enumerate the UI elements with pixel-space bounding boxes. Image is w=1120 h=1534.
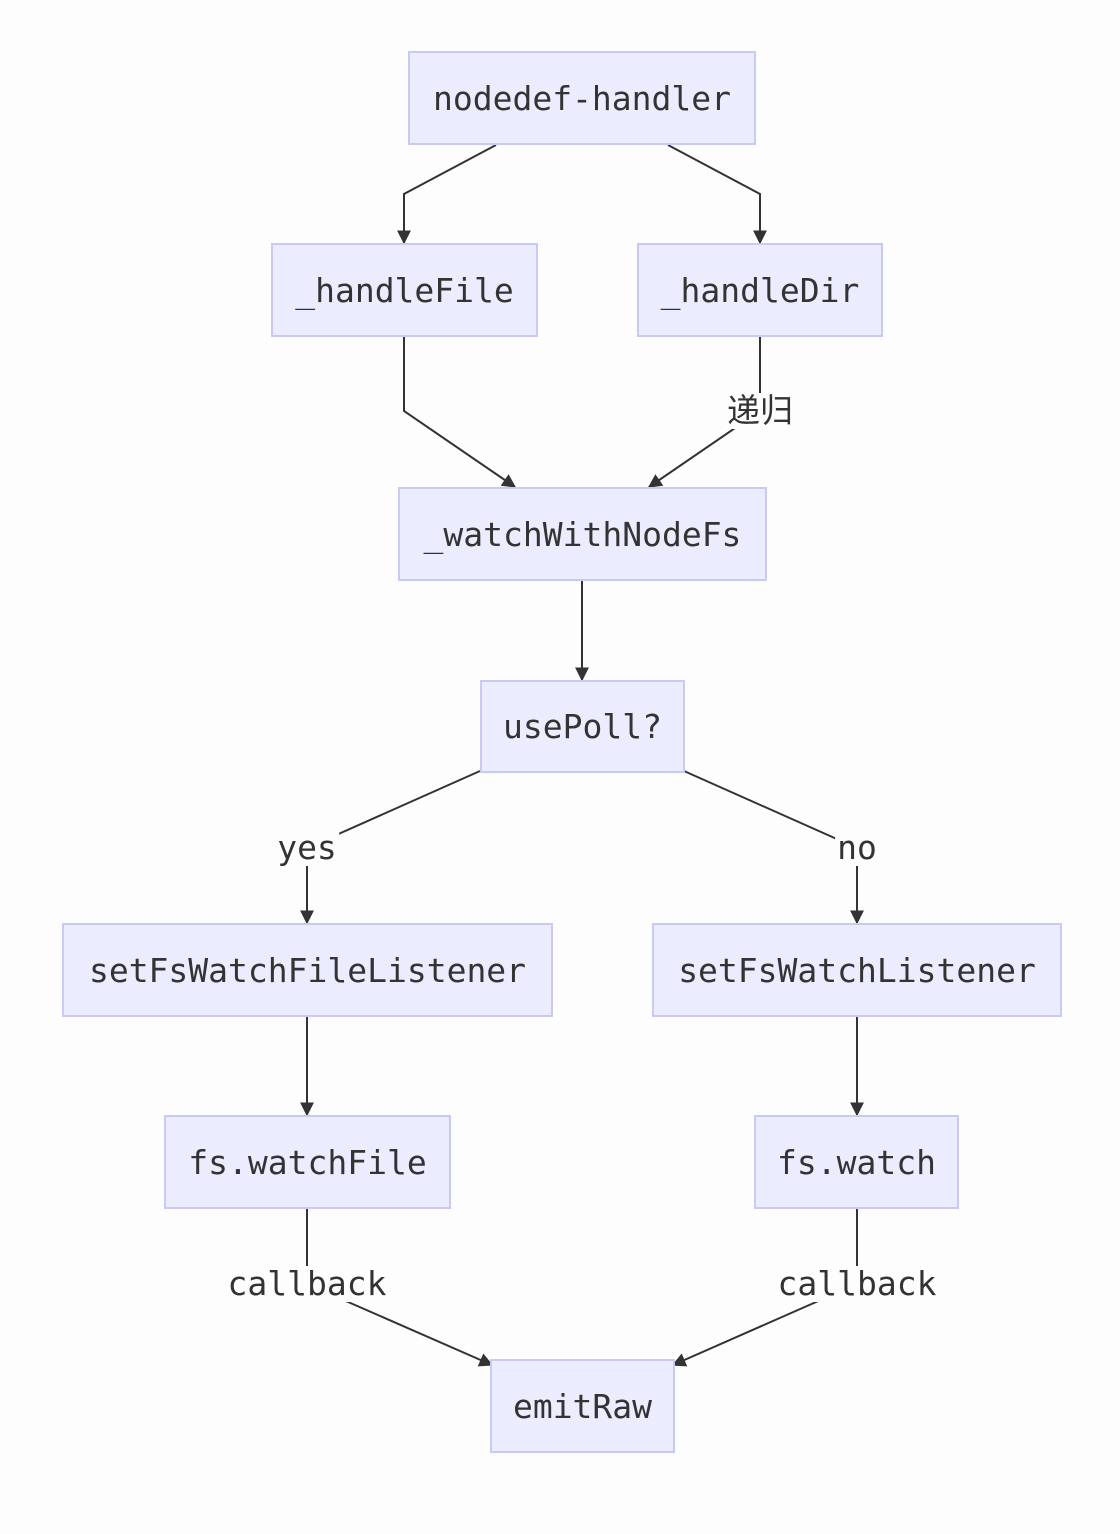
node-label: nodedef-handler xyxy=(432,78,731,118)
node-label: _handleFile xyxy=(295,270,514,310)
edge-nodedef-to-handledir xyxy=(667,144,767,245)
node-label: _watchWithNodeFs xyxy=(423,514,742,554)
node-set-fs-watch-file-listener: setFsWatchFileListener xyxy=(62,923,553,1017)
edge-label-callback-right: callback xyxy=(775,1264,939,1303)
node-fs-watch: fs.watch xyxy=(754,1115,959,1209)
edge-label-no: no xyxy=(835,828,879,867)
edge-label-callback-left: callback xyxy=(225,1264,389,1303)
edge-nodedef-to-handlefile xyxy=(397,144,497,245)
edge-handlefile-to-watchwithnodefs xyxy=(403,337,517,488)
node-label: setFsWatchFileListener xyxy=(88,950,527,990)
node-emit-raw: emitRaw xyxy=(490,1359,675,1453)
node-handle-dir: _handleDir xyxy=(637,243,883,337)
edge-label-recursion: 递归 xyxy=(725,391,795,430)
node-label: _handleDir xyxy=(660,270,860,310)
edge-usepoll-to-setfswatchlistener xyxy=(683,770,864,925)
node-use-poll: usePoll? xyxy=(480,680,685,773)
node-label: setFsWatchListener xyxy=(678,950,1036,990)
node-watch-with-nodefs: _watchWithNodeFs xyxy=(398,487,767,581)
node-label: usePoll? xyxy=(503,707,662,746)
node-label: emitRaw xyxy=(512,1386,653,1426)
node-label: fs.watch xyxy=(777,1142,936,1182)
node-handle-file: _handleFile xyxy=(271,243,538,337)
edge-label-yes: yes xyxy=(275,828,339,867)
node-nodedef-handler: nodedef-handler xyxy=(408,51,756,145)
node-label: fs.watchFile xyxy=(188,1142,427,1182)
node-set-fs-watch-listener: setFsWatchListener xyxy=(652,923,1062,1017)
node-fs-watch-file: fs.watchFile xyxy=(164,1115,451,1209)
